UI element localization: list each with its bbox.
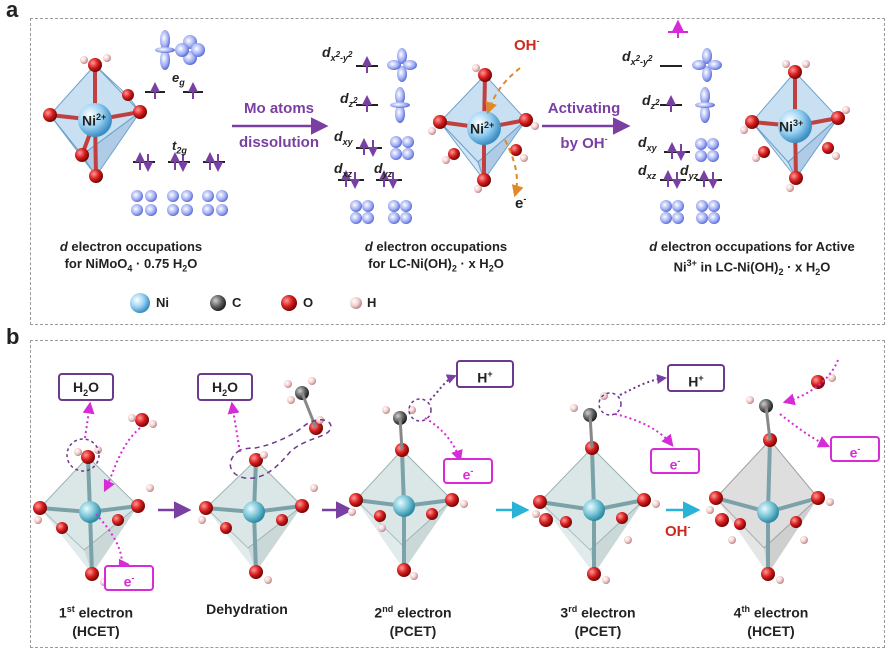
octahedron-middle xyxy=(428,64,539,193)
structure-5 xyxy=(706,359,839,584)
right-dxy-label: dxy xyxy=(638,134,657,153)
legend-swatches xyxy=(130,293,362,313)
arrow1-label-1: Mo atoms xyxy=(243,100,315,117)
mid-caption: d electron occupations for LC-Ni(OH)2 · … xyxy=(364,239,508,274)
mid-orbitals xyxy=(350,48,417,224)
legend-ni-swatch xyxy=(130,293,150,313)
e-label-a: e- xyxy=(515,194,527,212)
oh-attack-arrow xyxy=(485,67,521,115)
oh-label-b: OH- xyxy=(665,522,691,540)
structure-2 xyxy=(198,377,332,584)
h2o-box-2: H2O xyxy=(197,373,253,401)
structure-4 xyxy=(532,374,674,584)
mid-dyz-label: dyz xyxy=(374,160,393,179)
left-caption: d electron occupations for NiMoO4 · 0.75… xyxy=(59,239,203,274)
step-3-label: 2nd electron (PCET) xyxy=(374,604,452,639)
right-levels xyxy=(660,19,722,189)
mid-dx2y2-label: dx2-y2 xyxy=(322,44,353,63)
legend-c: C xyxy=(232,295,242,310)
arrow1-label-2: dissolution xyxy=(239,134,319,151)
t2g-label: t2g xyxy=(172,138,187,156)
ni2-label-left: Ni2+ xyxy=(82,112,107,129)
eminus-box-4: e- xyxy=(830,436,880,462)
eg-orbitals-left xyxy=(155,30,205,70)
mid-levels xyxy=(338,56,402,189)
oh-label: OH- xyxy=(514,36,540,54)
h2o-box-1: H2O xyxy=(58,373,114,401)
right-dxz-label: dxz xyxy=(638,162,657,181)
octahedron-left xyxy=(43,54,147,183)
panel-letter-a: a xyxy=(6,0,19,22)
eminus-box-2: e- xyxy=(443,458,493,484)
legend-o: O xyxy=(303,295,314,310)
right-dz2-label: dz2 xyxy=(642,92,660,111)
panel-a-frame xyxy=(30,18,885,325)
right-orbitals xyxy=(660,48,722,224)
eminus-box-3: e- xyxy=(650,448,700,474)
hplus-box-2: H+ xyxy=(667,364,725,392)
legend-ni: Ni xyxy=(156,295,169,310)
panel-b-frame xyxy=(30,340,885,648)
legend-h: H xyxy=(367,295,377,310)
mid-dxy-label: dxy xyxy=(334,128,353,147)
step-5-label: 4th electron (HCET) xyxy=(733,604,809,639)
step-4-label: 3rd electron (PCET) xyxy=(560,604,636,639)
legend-c-swatch xyxy=(210,295,226,311)
right-dyz-label: dyz xyxy=(680,162,699,181)
eminus-box-1: e- xyxy=(104,565,154,591)
eg-label: eg xyxy=(172,70,185,88)
hplus-box-1: H+ xyxy=(456,360,514,388)
structure-1 xyxy=(33,401,157,586)
t2g-orbitals-left xyxy=(131,190,228,216)
right-caption: d electron occupations for Active Ni3+ i… xyxy=(649,239,855,277)
electron-leave-arrow xyxy=(504,139,524,198)
step-2-label: Dehydration xyxy=(206,601,288,617)
eg-level-left xyxy=(145,82,203,99)
structure-3 xyxy=(348,374,468,580)
legend-o-swatch xyxy=(281,295,297,311)
mid-ni2-label: Ni2+ xyxy=(470,120,495,137)
octahedron-right xyxy=(740,60,850,192)
mid-dxz-label: dxz xyxy=(334,160,353,179)
right-dx2y2-label: dx2-y2 xyxy=(622,48,653,67)
t2g-level-left xyxy=(133,152,225,172)
panel-letter-b: b xyxy=(6,324,20,349)
legend-h-swatch xyxy=(350,297,362,309)
step-1-label: 1st electron (HCET) xyxy=(58,604,134,639)
ni3-label-right: Ni3+ xyxy=(779,118,804,135)
mid-dz2-label: dz2 xyxy=(340,90,358,109)
arrow2-label-2: by OH- xyxy=(560,134,608,152)
arrow2-label-1: Activating xyxy=(547,100,621,117)
